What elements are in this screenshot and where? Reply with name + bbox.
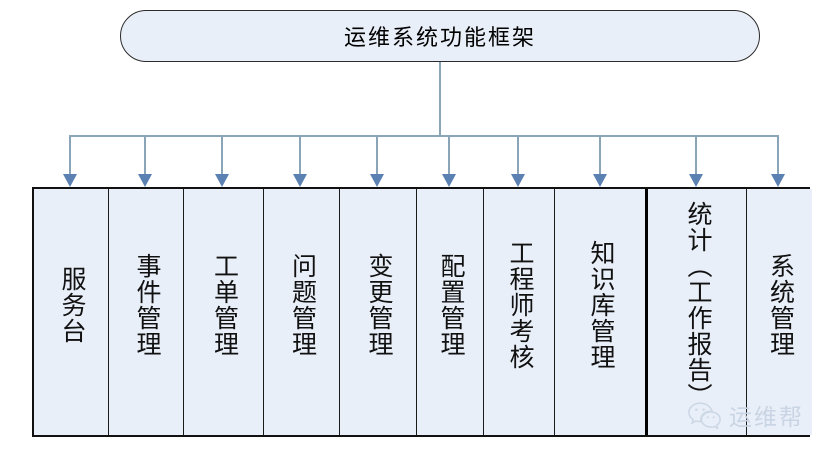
module-label: 服务台 bbox=[58, 266, 85, 344]
drop-line bbox=[299, 135, 301, 174]
drop-line bbox=[376, 135, 378, 174]
drop-line bbox=[144, 135, 146, 174]
module-cell[interactable]: 服务台 bbox=[34, 189, 109, 435]
drop-line bbox=[448, 135, 450, 174]
arrow-head-icon bbox=[689, 174, 703, 187]
module-cell[interactable]: 知识库管理 bbox=[555, 189, 648, 435]
module-label: 工程师考核 bbox=[506, 240, 533, 370]
arrow-head-icon bbox=[215, 174, 229, 187]
title-connector-line bbox=[439, 62, 441, 136]
drop-line bbox=[517, 135, 519, 174]
arrow-head-icon bbox=[293, 174, 307, 187]
drop-line bbox=[777, 135, 779, 174]
module-label: 事件管理 bbox=[133, 253, 160, 357]
page-title: 运维系统功能框架 bbox=[343, 25, 536, 50]
drop-line bbox=[599, 135, 601, 174]
distribution-bus-line bbox=[69, 135, 778, 137]
module-label: 知识库管理 bbox=[587, 240, 614, 370]
drop-line bbox=[69, 135, 71, 174]
module-label: 变更管理 bbox=[365, 253, 392, 357]
module-label: 问题管理 bbox=[288, 253, 316, 357]
diagram-title-box: 运维系统功能框架 bbox=[120, 10, 760, 62]
module-label: 统计（工作报告） bbox=[684, 201, 711, 409]
module-label: 配置管理 bbox=[437, 253, 464, 357]
module-strip: 服务台 事件管理 工单管理 问题管理 变更管理 配置管理 工程师考核 知识库管理 统计（工作报告… bbox=[32, 187, 812, 437]
module-cell[interactable]: 事件管理 bbox=[109, 189, 184, 435]
arrow-head-icon bbox=[593, 174, 607, 187]
drop-line bbox=[221, 135, 223, 174]
drop-line bbox=[695, 135, 697, 174]
module-cell[interactable]: 统计（工作报告） bbox=[648, 189, 747, 435]
arrow-head-icon bbox=[442, 174, 456, 187]
arrow-head-icon bbox=[138, 174, 152, 187]
arrow-head-icon bbox=[771, 174, 785, 187]
module-label: 系统管理 bbox=[766, 253, 794, 357]
module-label: 工单管理 bbox=[210, 253, 238, 357]
arrow-head-icon bbox=[511, 174, 525, 187]
module-cell[interactable]: 工程师考核 bbox=[484, 189, 555, 435]
module-cell[interactable]: 变更管理 bbox=[340, 189, 417, 435]
module-cell[interactable]: 问题管理 bbox=[264, 189, 340, 435]
arrow-head-icon bbox=[370, 174, 384, 187]
module-cell[interactable]: 系统管理 bbox=[747, 189, 812, 435]
module-cell[interactable]: 工单管理 bbox=[184, 189, 264, 435]
module-cell[interactable]: 配置管理 bbox=[417, 189, 484, 435]
arrow-head-icon bbox=[63, 174, 77, 187]
